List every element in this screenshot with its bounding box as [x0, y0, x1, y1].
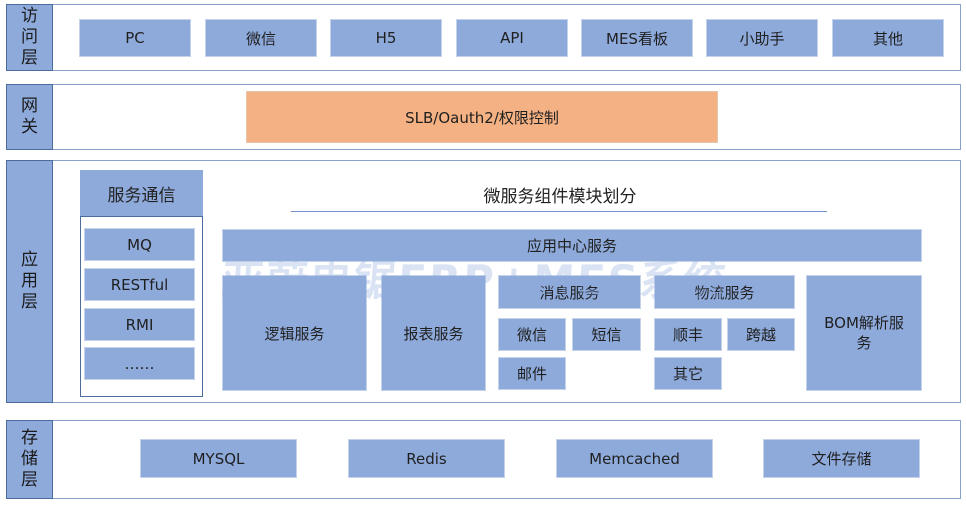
- access-item-wechat[interactable]: 微信: [205, 19, 317, 57]
- logistics-other[interactable]: 其它: [654, 357, 722, 390]
- access-item-pc[interactable]: PC: [79, 19, 191, 57]
- access-item-other[interactable]: 其他: [832, 19, 944, 57]
- comm-item-restful[interactable]: RESTful: [84, 268, 195, 301]
- access-layer-label: 访问层: [6, 4, 53, 71]
- logistics-sf[interactable]: 顺丰: [654, 318, 722, 351]
- access-item-h5[interactable]: H5: [330, 19, 442, 57]
- access-item-mes-board[interactable]: MES看板: [581, 19, 693, 57]
- message-wechat[interactable]: 微信: [498, 318, 566, 351]
- storage-mysql[interactable]: MYSQL: [140, 439, 297, 478]
- logic-service[interactable]: 逻辑服务: [222, 275, 367, 391]
- logistics-service[interactable]: 物流服务: [654, 275, 795, 309]
- report-service[interactable]: 报表服务: [381, 275, 486, 391]
- access-item-api[interactable]: API: [456, 19, 568, 57]
- application-layer-label: 应用层: [6, 160, 53, 403]
- comm-item-rmi[interactable]: RMI: [84, 308, 195, 341]
- service-communication-title: 服务通信: [80, 170, 203, 217]
- access-item-assistant[interactable]: 小助手: [706, 19, 818, 57]
- microservice-title-underline: [291, 211, 827, 212]
- storage-memcached[interactable]: Memcached: [556, 439, 713, 478]
- gateway-layer-label: 网关: [6, 84, 53, 150]
- microservice-title: 微服务组件模块划分: [483, 186, 637, 207]
- storage-layer-label: 存储层: [6, 420, 53, 499]
- logistics-cross[interactable]: 跨越: [727, 318, 795, 351]
- message-service[interactable]: 消息服务: [498, 275, 641, 309]
- comm-item-mq[interactable]: MQ: [84, 228, 195, 261]
- storage-redis[interactable]: Redis: [348, 439, 505, 478]
- comm-item-more[interactable]: ……: [84, 347, 195, 380]
- storage-file[interactable]: 文件存储: [763, 439, 920, 478]
- message-sms[interactable]: 短信: [572, 318, 641, 351]
- message-mail[interactable]: 邮件: [498, 357, 566, 390]
- bom-parse-service[interactable]: BOM解析服务: [806, 275, 922, 391]
- app-center-service[interactable]: 应用中心服务: [222, 229, 922, 262]
- gateway-box[interactable]: SLB/Oauth2/权限控制: [246, 91, 718, 143]
